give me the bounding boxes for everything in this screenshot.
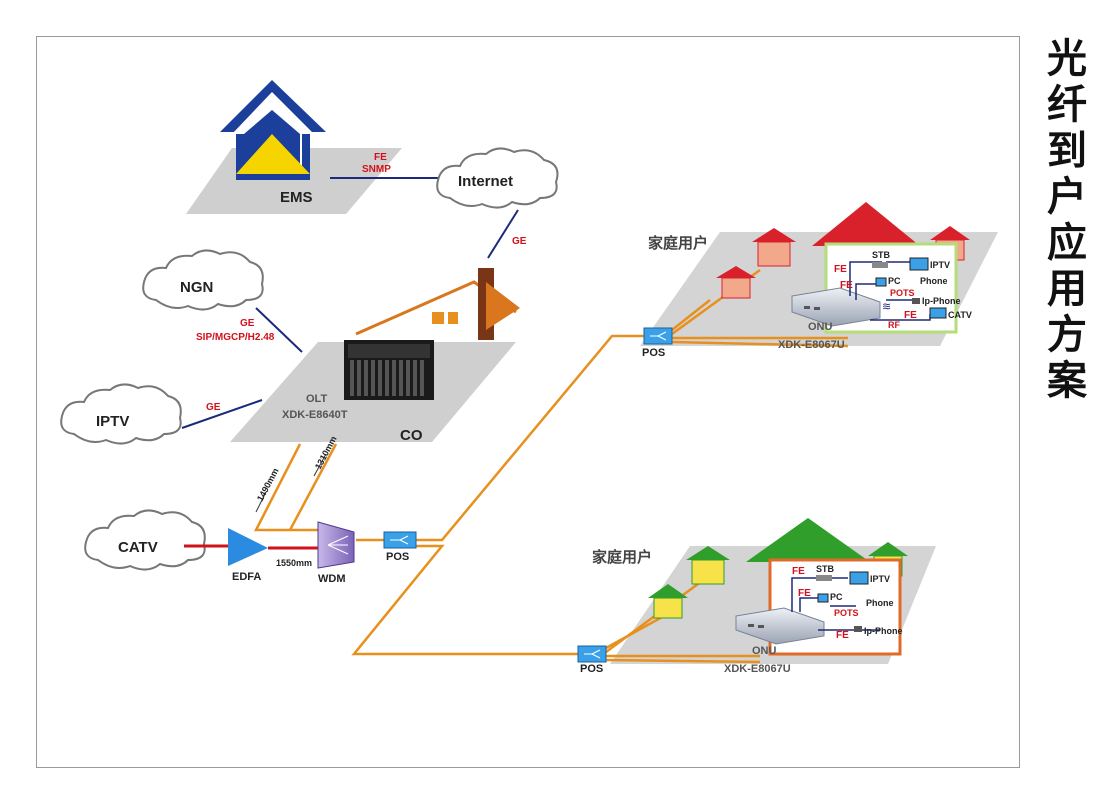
iptv-olt-link xyxy=(181,399,263,429)
wifi-icon: ≋ xyxy=(882,300,891,313)
ngn-label: NGN xyxy=(180,279,213,296)
ge-iptv-label: GE xyxy=(206,402,221,413)
home-bottom-label: 家庭用户 xyxy=(592,548,652,566)
top-pots-label: POTS xyxy=(890,288,915,298)
ngn-cloud-icon xyxy=(142,249,264,311)
top-fe3-label: FE xyxy=(904,310,917,321)
pos-bottom-splitter-icon xyxy=(577,645,607,663)
iptv-label: IPTV xyxy=(96,413,129,430)
top-fe1-label: FE xyxy=(834,264,847,275)
onu-bottom-device-icon xyxy=(735,607,825,645)
catv-cloud-icon xyxy=(84,509,206,571)
top-phone-label: Phone xyxy=(920,276,948,286)
bot-fe3-label: FE xyxy=(836,630,849,641)
bot-fe1-label: FE xyxy=(792,566,805,577)
edfa-label: EDFA xyxy=(232,571,261,583)
pos-top-splitter-icon xyxy=(643,327,673,345)
onu-bottom-label: ONU xyxy=(752,645,777,657)
ems-house-icon xyxy=(220,80,326,180)
top-fe2-label: FE xyxy=(840,280,853,291)
top-ipphone-label: Ip-Phone xyxy=(922,296,961,306)
wavelength-tick-1310 xyxy=(313,453,327,477)
wdm-label: WDM xyxy=(318,573,346,585)
pos-main-label: POS xyxy=(386,551,409,563)
onu-top-device-icon xyxy=(791,287,881,327)
bot-pc-label: PC xyxy=(830,592,843,602)
bot-fe2-label: FE xyxy=(798,588,811,599)
pc-icon xyxy=(875,277,887,287)
w1490-label: 1490mm xyxy=(255,466,281,503)
sip-label: SIP/MGCP/H2.48 xyxy=(196,332,275,343)
olt-label: OLT xyxy=(306,393,327,405)
small-house-icon xyxy=(752,228,796,267)
side-title-char: 光 xyxy=(1047,36,1087,82)
edfa-amplifier-icon xyxy=(228,528,268,566)
catv-tv-icon xyxy=(929,307,947,319)
small-house-icon xyxy=(648,584,688,619)
stb-icon xyxy=(872,262,888,268)
home-top-label: 家庭用户 xyxy=(648,234,708,252)
bot-phone-label: Phone xyxy=(866,598,894,608)
catv-label: CATV xyxy=(118,539,158,556)
fe-label: FE xyxy=(374,152,387,163)
top-iptv-label: IPTV xyxy=(930,260,950,270)
onu-bottom-model-label: XDK-E8067U xyxy=(724,663,791,675)
ngn-olt-link xyxy=(255,307,303,353)
ip-phone-icon xyxy=(854,626,862,632)
pc-icon xyxy=(817,593,829,603)
internet-label: Internet xyxy=(458,173,513,190)
wdm-coupler-icon xyxy=(317,521,355,569)
side-title-char: 纤 xyxy=(1047,82,1087,128)
tv-icon xyxy=(849,571,869,585)
tv-icon xyxy=(909,257,929,271)
onu-top-model-label: XDK-E8067U xyxy=(778,339,845,351)
bot-stb-label: STB xyxy=(816,564,835,574)
small-house-icon xyxy=(716,266,756,299)
snmp-label: SNMP xyxy=(362,164,391,175)
co-house-icon xyxy=(355,268,520,340)
bot-ipphone-label: Ip-Phone xyxy=(864,626,903,636)
network-diagram: EMS FE SNMP Internet NGN IPTV CATV GE GE… xyxy=(60,80,998,675)
iptv-cloud-icon xyxy=(60,383,182,445)
onu-top-label: ONU xyxy=(808,321,833,333)
olt-model-label: XDK-E8640T xyxy=(282,409,348,421)
ge-ngn-label: GE xyxy=(240,318,255,329)
diagram-frame xyxy=(36,36,1020,768)
side-title: 光 纤 到 户 应 用 方 案 xyxy=(1032,36,1102,404)
top-catv-label: CATV xyxy=(948,310,972,320)
side-title-char: 应 xyxy=(1047,220,1087,266)
wavelength-tick-1490 xyxy=(255,491,267,513)
olt-chassis-icon xyxy=(344,340,434,400)
top-rf-label: RF xyxy=(888,320,900,330)
pos-bottom-label: POS xyxy=(580,663,603,675)
side-title-char: 户 xyxy=(1047,174,1087,220)
bot-pots-label: POTS xyxy=(834,608,859,618)
top-stb-label: STB xyxy=(872,250,891,260)
co-label: CO xyxy=(400,427,423,444)
small-house-icon xyxy=(686,546,730,585)
internet-cloud-icon xyxy=(436,147,559,209)
side-title-char: 到 xyxy=(1047,128,1087,174)
side-title-char: 方 xyxy=(1047,312,1087,358)
side-title-char: 用 xyxy=(1047,266,1087,312)
ems-label: EMS xyxy=(280,189,313,206)
ip-phone-icon xyxy=(912,298,920,304)
stb-icon xyxy=(816,575,832,581)
internet-co-link xyxy=(487,209,519,259)
pos-top-label: POS xyxy=(642,347,665,359)
w1550-label: 1550mm xyxy=(276,558,312,568)
bot-iptv-label: IPTV xyxy=(870,574,890,584)
ge-internet-label: GE xyxy=(512,236,527,247)
top-pc-label: PC xyxy=(888,276,901,286)
side-title-char: 案 xyxy=(1047,358,1087,404)
pos-main-splitter-icon xyxy=(383,531,417,549)
